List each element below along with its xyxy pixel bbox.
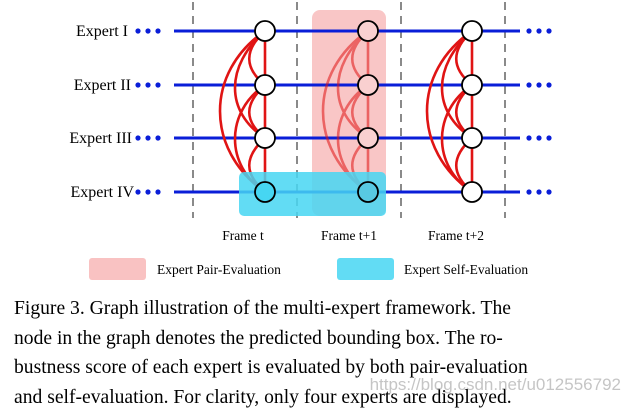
expert-labels: Expert I Expert II Expert III Expert IV	[69, 23, 134, 201]
legend: Expert Pair-Evaluation Expert Self-Evalu…	[89, 258, 528, 280]
caption-line: node in the graph denotes the predicted …	[14, 324, 620, 354]
watermark: https://blog.csdn.net/u012556792	[370, 375, 621, 395]
legend-swatch-self	[337, 258, 394, 280]
node	[358, 75, 378, 95]
caption-line: Figure 3. Graph illustration of the mult…	[14, 294, 620, 324]
framework-figure: Expert I Expert II Expert III Expert IV …	[0, 0, 633, 290]
legend-label-self: Expert Self-Evaluation	[404, 262, 528, 277]
node	[462, 75, 482, 95]
node	[462, 21, 482, 41]
node	[358, 182, 378, 202]
node	[255, 75, 275, 95]
pair-curves-frame-t	[220, 31, 265, 192]
expert-label: Expert III	[69, 130, 132, 147]
expert-label: Expert IV	[70, 184, 134, 201]
frame-label: Frame t	[222, 228, 264, 243]
legend-swatch-pair	[89, 258, 146, 280]
node	[358, 128, 378, 148]
node	[462, 182, 482, 202]
pair-curves-frame-t2	[427, 31, 472, 192]
legend-label-pair: Expert Pair-Evaluation	[157, 262, 281, 277]
node	[255, 128, 275, 148]
node	[255, 21, 275, 41]
frame-label: Frame t+2	[428, 228, 484, 243]
frame-label: Frame t+1	[321, 228, 377, 243]
expert-label: Expert I	[76, 23, 128, 40]
frame-labels: Frame t Frame t+1 Frame t+2	[222, 228, 484, 243]
node	[255, 182, 275, 202]
node	[462, 128, 482, 148]
node	[358, 21, 378, 41]
expert-label: Expert II	[74, 77, 131, 94]
